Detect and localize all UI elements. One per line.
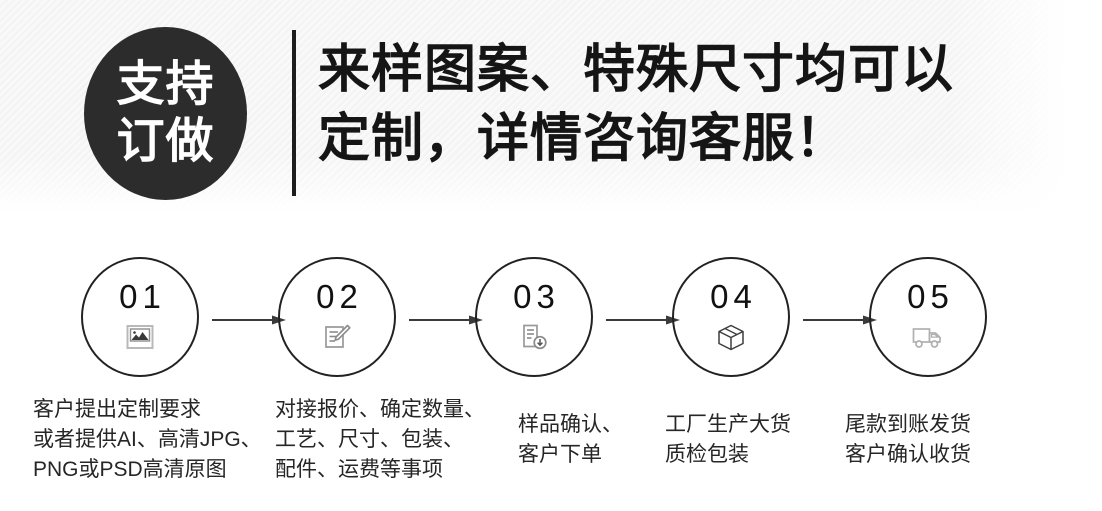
step-number-05: 05 <box>907 278 954 315</box>
step-caption-05: 尾款到账发货 客户确认收货 <box>845 410 971 470</box>
caption-line: 工厂生产大货 <box>665 413 791 436</box>
caption-line: 对接报价、确定数量、 <box>275 398 485 421</box>
arrow-step1-to-step2 <box>212 315 286 325</box>
step-circle-05: 05 <box>869 257 987 377</box>
step-circle-01: 01 <box>81 257 199 377</box>
delivery-truck-icon <box>911 320 945 354</box>
package-box-icon <box>714 320 748 354</box>
vertical-divider <box>292 30 296 196</box>
step-caption-04: 工厂生产大货 质检包装 <box>665 410 791 470</box>
badge-line-2: 订做 <box>116 114 215 168</box>
step-caption-01: 客户提出定制要求 或者提供AI、高清JPG、 PNG或PSD高清原图 <box>33 395 262 484</box>
caption-line: 客户下单 <box>518 442 602 466</box>
badge-line-1: 支持 <box>116 58 215 112</box>
document-check-icon <box>517 320 551 354</box>
step-circle-02: 02 <box>278 257 396 377</box>
step-number-04: 04 <box>710 278 757 315</box>
headline-line-1: 来样图案、特殊尺寸均可以 <box>318 41 955 99</box>
caption-line: 样品确认、 <box>518 413 623 436</box>
step-number-01: 01 <box>119 278 166 315</box>
caption-line: 工艺、尺寸、包装、 <box>275 427 464 451</box>
process-steps: 01 02 <box>0 257 1102 379</box>
step-circle-04: 04 <box>672 257 790 377</box>
caption-line: 配件、运费等事项 <box>275 457 443 481</box>
arrow-step4-to-step5 <box>803 315 877 325</box>
caption-line: 或者提供AI、高清JPG、 <box>33 427 262 451</box>
support-customization-badge: 支持 订做 <box>84 27 247 200</box>
step-number-02: 02 <box>316 278 363 315</box>
step-number-03: 03 <box>513 278 560 315</box>
caption-line: 客户确认收货 <box>845 442 971 466</box>
caption-line: 客户提出定制要求 <box>33 398 201 421</box>
edit-document-icon <box>320 320 354 354</box>
caption-line: PNG或PSD高清原图 <box>33 457 227 481</box>
headline-line-2: 定制，详情咨询客服！ <box>318 110 849 169</box>
arrow-step2-to-step3 <box>409 315 483 325</box>
arrow-step3-to-step4 <box>606 315 680 325</box>
step-circle-03: 03 <box>475 257 593 377</box>
caption-line: 尾款到账发货 <box>845 413 971 436</box>
picture-icon <box>123 320 157 354</box>
step-caption-03: 样品确认、 客户下单 <box>518 410 623 470</box>
headline: 来样图案、特殊尺寸均可以 定制，详情咨询客服！ <box>318 36 1018 174</box>
caption-line: 质检包装 <box>665 442 749 466</box>
step-caption-02: 对接报价、确定数量、 工艺、尺寸、包装、 配件、运费等事项 <box>275 395 485 484</box>
